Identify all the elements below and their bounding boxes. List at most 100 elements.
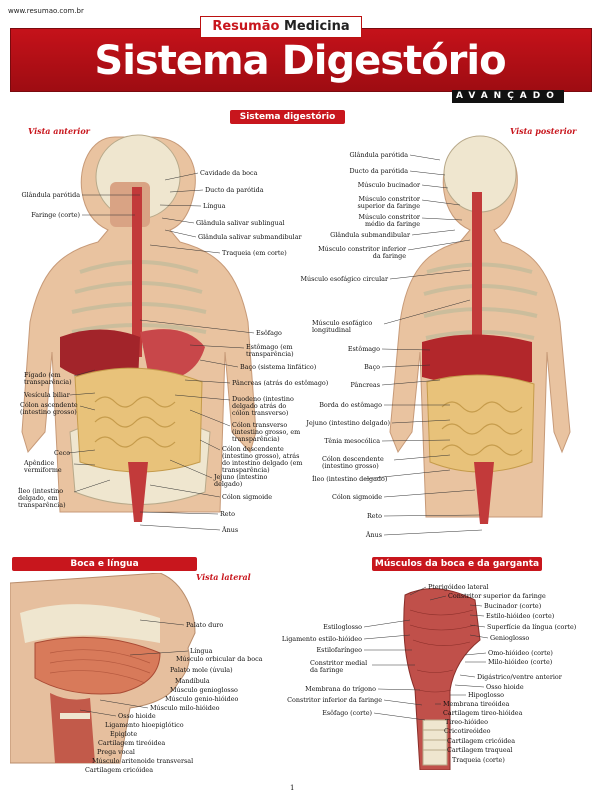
label-submandibular-post: Glândula submandibular: [330, 231, 410, 239]
label-membrana-trigono: Membrana do trígono: [305, 685, 376, 693]
brand-part2: Medicina: [283, 19, 350, 34]
label-constritor-inferior: Músculo constritor inferior da faringe: [318, 245, 406, 260]
label-jejuno-post: Jejuno (intestino delgado): [306, 419, 390, 427]
label-parotida-post: Glândula parótida: [349, 151, 408, 159]
label-colon-sigmoide-ant: Cólon sigmoide: [222, 493, 273, 501]
label-palato-duro: Palato duro: [186, 621, 224, 629]
label-superficie-lingua: Superfície da língua (corte): [487, 623, 577, 631]
label-figado: Fígado (em transparência): [24, 371, 72, 386]
label-orbicular: Músculo orbicular da boca: [176, 655, 263, 663]
page-title: Sistema Digestório: [94, 38, 506, 84]
label-sublingual: Glândula salivar sublingual: [196, 219, 285, 227]
label-baco-ant: Baço (sistema linfático): [240, 363, 317, 371]
label-apendice: Apêndice vermiforme: [24, 459, 62, 474]
brand-logo: Resumão Medicina: [200, 16, 362, 38]
label-colon-ascendente: Cólon ascendente (intestino grosso): [20, 401, 78, 416]
label-ceco: Ceco: [54, 449, 71, 457]
label-palato-mole: Palato mole (úvula): [170, 666, 233, 674]
label-duodeno: Duodeno (intestino delgado atrás do cólo…: [232, 395, 294, 417]
label-cart-cricoidea-mouth: Cartilagem cricóidea: [85, 766, 154, 774]
label-milo-hioideo-throat: Milo-hióideo (corte): [488, 658, 553, 666]
label-estilofaringeo: Estilofaríngeo: [316, 646, 362, 654]
label-colon-descendente-post: Cólon descendente (intestino grosso): [322, 455, 384, 470]
label-esofago-ant: Esôfago: [256, 329, 282, 337]
label-ducto-parotida-post: Ducto da parótida: [349, 167, 408, 175]
label-prega-vocal: Prega vocal: [97, 748, 135, 756]
site-url: www.resumao.com.br: [8, 7, 84, 15]
view-lateral-label: Vista lateral: [196, 572, 251, 582]
label-glandula-parotida-ant: Glândula parótida: [21, 191, 80, 199]
label-ileo-post: Íleo (intestino delgado): [312, 475, 388, 483]
label-ducto-parotida-ant: Ducto da parótida: [205, 186, 264, 194]
label-omo-hioideo: Omo-hióideo (corte): [488, 649, 553, 657]
posterior-body-illustration: [389, 135, 571, 524]
label-genioglosso-throat: Genioglosso: [490, 634, 530, 642]
label-traqueia-throat: Traqueia (corte): [452, 756, 505, 764]
label-esofagico-longitudinal: Músculo esofágico longitudinal: [312, 319, 373, 334]
label-constritor-superior: Músculo constritor superior da faringe: [357, 195, 421, 210]
label-tireo-hioideo: Tireo-hióideo: [445, 718, 488, 726]
label-reto-post: Reto: [366, 512, 382, 520]
label-baco-post: Baço: [364, 363, 380, 371]
mouth-illustration: [10, 573, 196, 764]
label-lig-estilo-hioideo: Ligamento estilo-hióideo: [281, 635, 362, 643]
label-genio-hioideo: Músculo genio-hióideo: [165, 695, 239, 703]
label-faringe-ant: Faringe (corte): [31, 211, 80, 219]
page-number: 1: [290, 784, 295, 792]
label-constritor-medio: Músculo constritor médio da faringe: [358, 213, 420, 228]
label-reto-ant: Reto: [220, 510, 236, 518]
label-aritenoide: Músculo aritenoide transversal: [92, 757, 194, 765]
label-tenia: Tênia mesocólica: [324, 437, 380, 445]
label-constritor-inferior-throat: Constritor inferior da faringe: [287, 696, 382, 704]
label-cart-tireoidea-mouth: Cartilagem tireóidea: [98, 739, 166, 747]
section-title-throat: Músculos da boca e da garganta: [372, 557, 542, 571]
label-cart-tireo-hioidea: Cartilagem tireo-hióidea: [443, 709, 523, 717]
brand-part1: Resumão: [212, 19, 280, 34]
label-esofago-throat: Esôfago (corte): [322, 709, 372, 717]
level-badge: AVANÇADO: [452, 90, 564, 103]
label-digastrico: Digástrico/ventre anterior: [477, 673, 562, 681]
label-epiglote: Epiglote: [110, 730, 138, 738]
label-estomago-ant: Estômago (em transparência): [246, 343, 294, 358]
title-band: [10, 28, 592, 92]
label-hipoglosso: Hipoglosso: [468, 691, 504, 699]
label-constritor-sup-throat: Constritor superior da faringe: [448, 592, 546, 600]
label-pterigoideo: Pterigóideo lateral: [428, 583, 489, 591]
label-esofagico-circular: Músculo esofágico circular: [300, 275, 388, 283]
label-pancreas-ant: Pâncreas (atrás do estômago): [232, 379, 329, 387]
label-ileo-ant: Íleo (intestino delgado, em transparênci…: [18, 487, 66, 509]
label-bucinador-throat: Bucinador (corte): [484, 602, 542, 610]
throat-illustration: [403, 588, 481, 770]
label-estilo-hioideo-throat: Estilo-hióideo (corte): [486, 612, 555, 620]
label-milo-hioideo-mouth: Músculo milo-hióideo: [150, 704, 220, 712]
label-borda-estomago: Borda do estômago: [319, 401, 382, 409]
label-colon-descendente-ant: Cólon descendente (intestino grosso), at…: [222, 445, 303, 474]
anterior-body-illustration: [21, 134, 257, 522]
label-anus-ant: Ânus: [222, 526, 239, 534]
label-osso-hioide-mouth: Osso hioide: [118, 712, 156, 720]
label-cavidade-boca: Cavidade da boca: [200, 169, 258, 177]
label-colon-sigmoide-post: Cólon sigmoide: [331, 493, 382, 501]
label-pancreas-post: Pâncreas: [350, 381, 380, 389]
label-estomago-post: Estômago: [347, 345, 380, 353]
view-posterior-label: Vista posterior: [510, 126, 577, 136]
label-lig-hioepiglotico: Ligamento hioepiglótico: [105, 721, 184, 729]
label-lingua-ant: Língua: [203, 202, 226, 210]
label-colon-transverso: Cólon transverso (intestino grosso, em t…: [232, 421, 301, 443]
label-jejuno-ant: Jejuno (intestino delgado): [214, 473, 268, 488]
section-title-digestive: Sistema digestório: [230, 110, 345, 124]
view-anterior-label: Vista anterior: [28, 126, 90, 136]
label-osso-hioide-throat: Osso hioide: [486, 683, 524, 691]
section-title-mouth: Boca e língua: [12, 557, 197, 571]
label-mandibula: Mandíbula: [175, 677, 210, 685]
label-cricotireoideo: Cricotireóideo: [444, 727, 491, 735]
label-membrana-tireoidea: Membrana tireóidea: [443, 700, 510, 708]
label-submandibular-ant: Glândula salivar submandibular: [198, 233, 302, 241]
label-anus-post: Ânus: [365, 531, 382, 539]
label-bucinador-post: Músculo bucinador: [357, 181, 420, 189]
label-constritor-medial: Constritor medial da faringe: [310, 659, 368, 674]
label-cart-cricoidea-throat: Cartilagem cricóidea: [447, 737, 516, 745]
label-vesicula: Vesícula biliar: [24, 391, 70, 399]
